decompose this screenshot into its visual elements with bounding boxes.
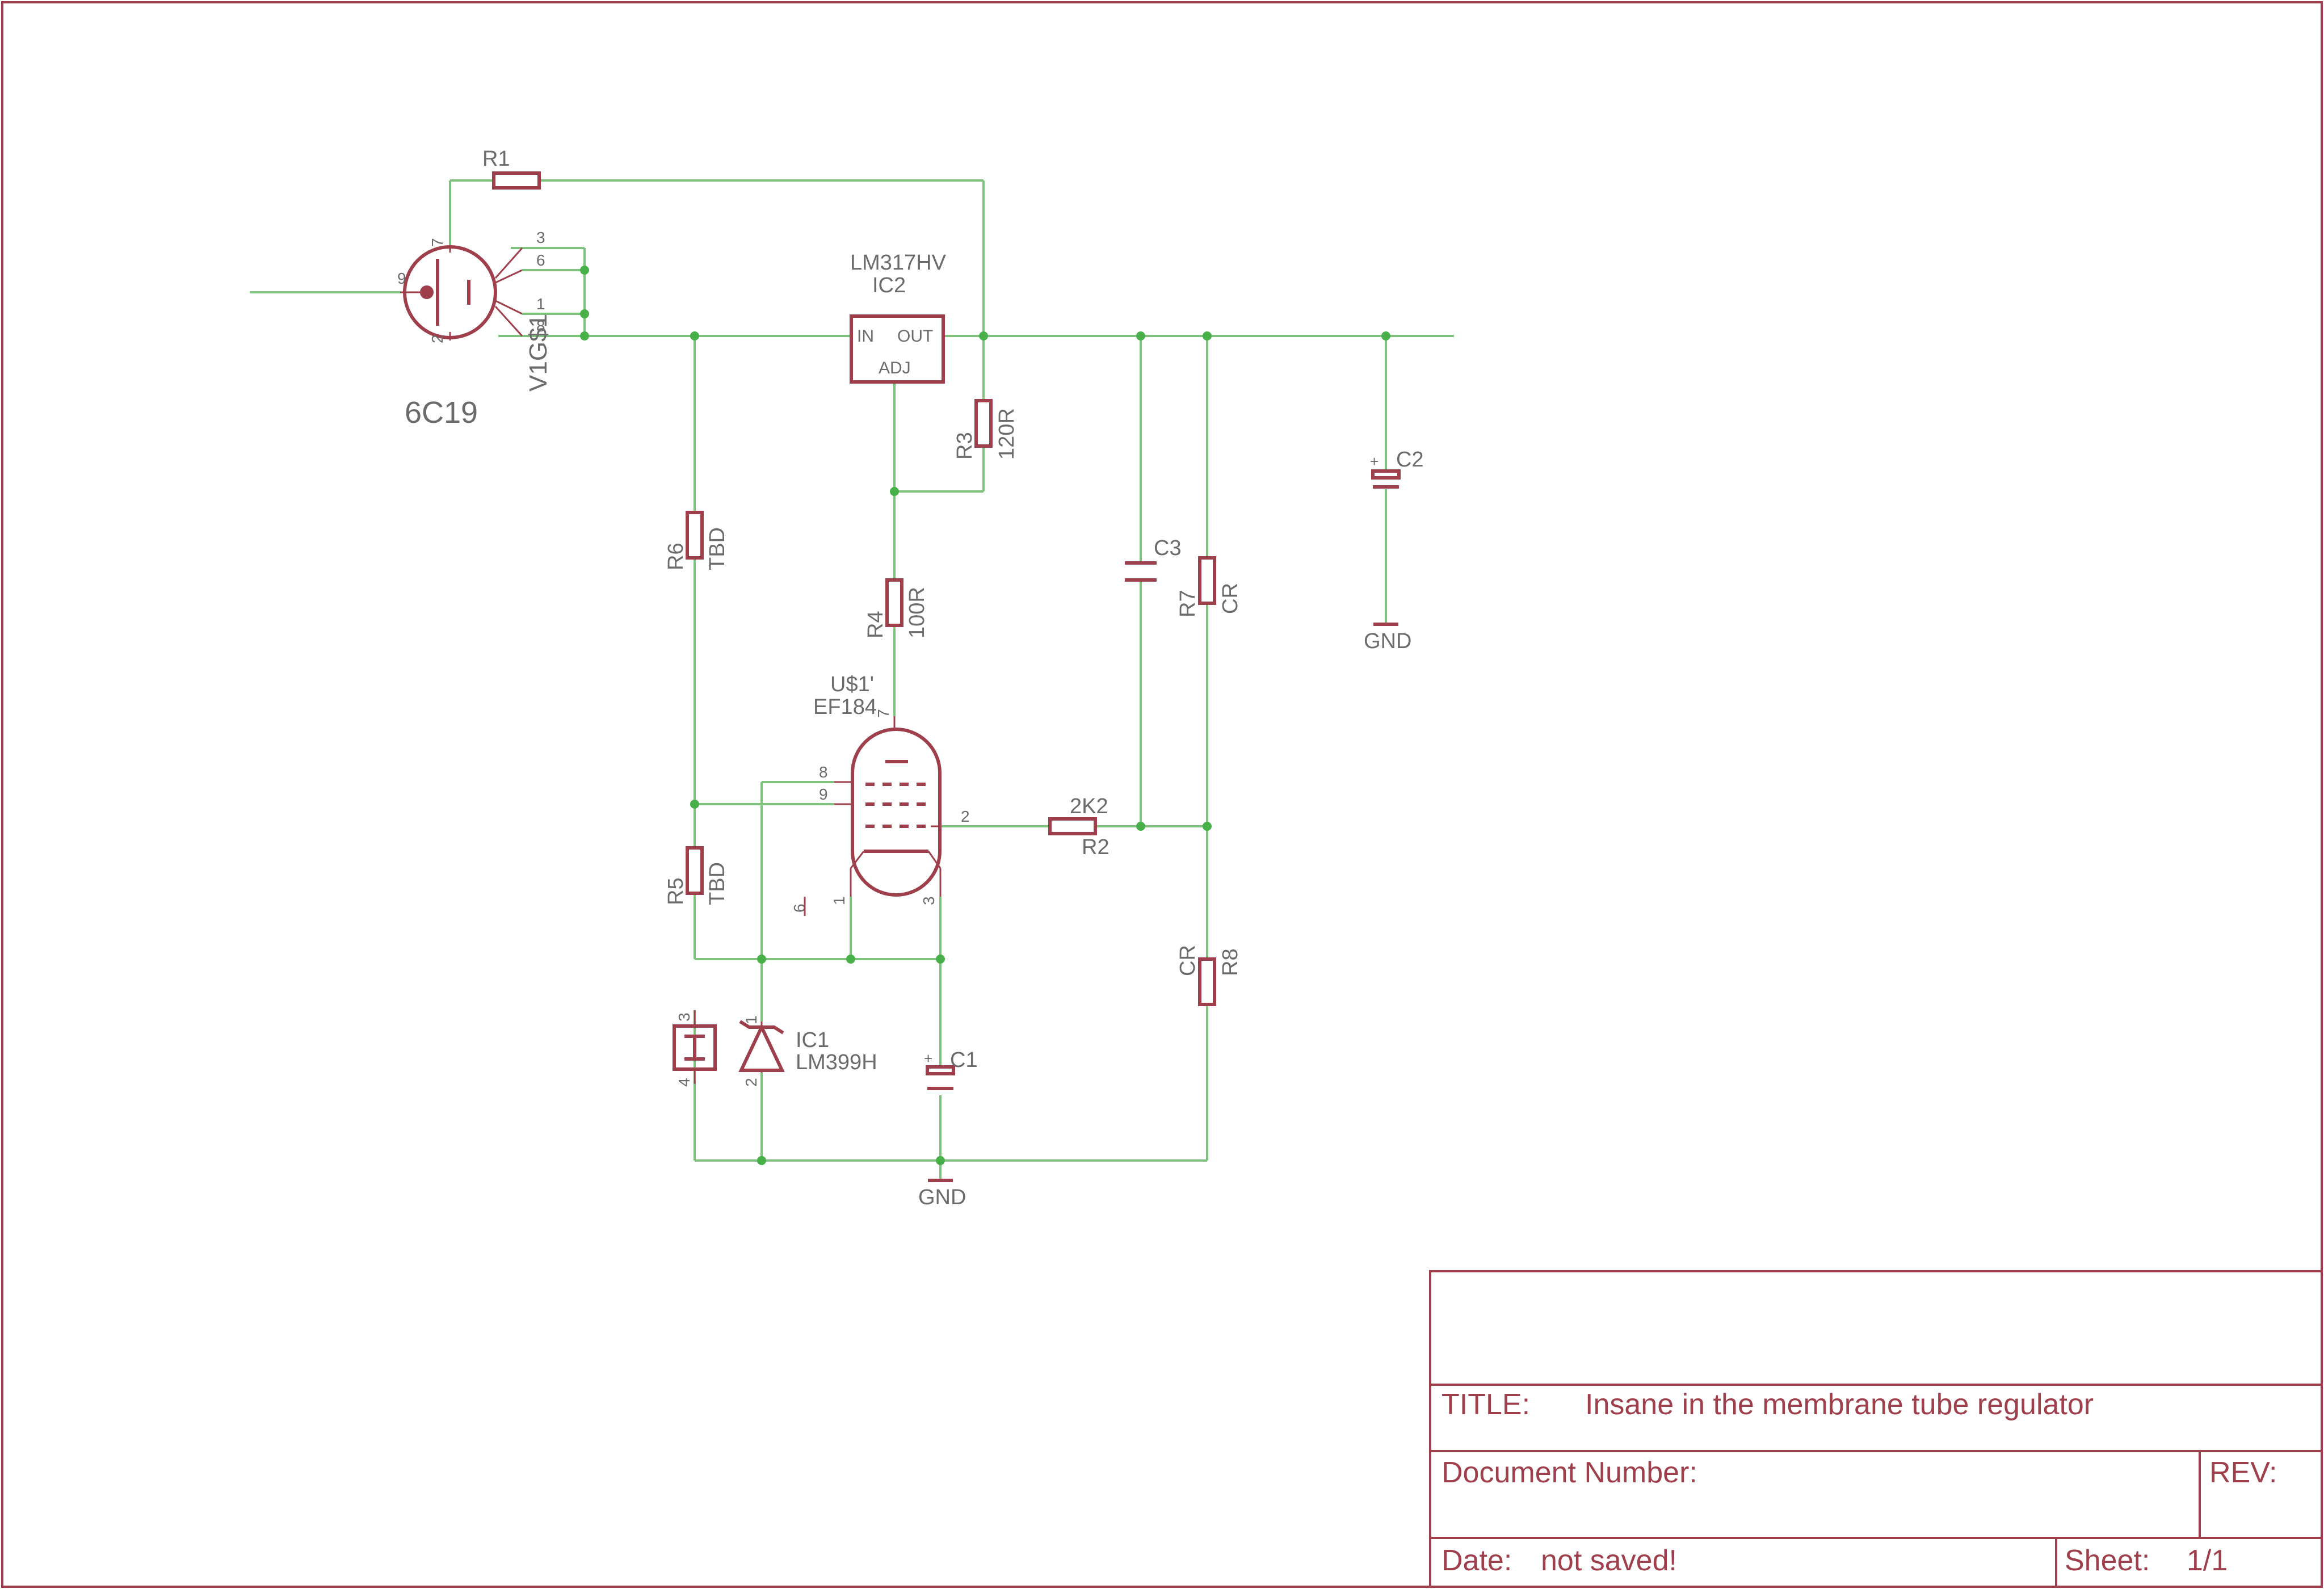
resistor-r7[interactable]: R7 CR [1176,556,1242,617]
resistor-r3[interactable]: R3 120R [953,399,1019,460]
document-number-label: Document Number: [1442,1456,1697,1489]
v1-reference: V1G$1 [524,314,552,392]
ic2-value: LM317HV [850,251,947,275]
v1-pin2-label: 2 [428,334,446,343]
resistor-r5[interactable]: R5 TBD [664,846,729,905]
r2-reference: R2 [1082,835,1110,859]
capacitor-c1[interactable]: + C1 [924,1048,978,1090]
u1-pin9-label: 9 [819,785,828,803]
r6-value: TBD [705,527,729,570]
junctions [580,266,1390,1165]
ic1-pin4-label: 4 [675,1078,693,1087]
u1-pin7-label: 7 [875,709,892,718]
u1-pin1-label: 1 [830,896,848,905]
r6-reference: R6 [664,543,688,570]
r7-value: CR [1218,583,1242,614]
resistor-r8[interactable]: CR R8 [1176,945,1242,1006]
r7-reference: R7 [1176,590,1200,617]
tube-6c19[interactable]: 9 7 2 3 6 1 8 V1G$1 6C19 [397,229,552,430]
u1-value: EF184 [813,695,877,719]
r1-reference: R1 [482,147,510,171]
ic1-pin1-label: 1 [742,1015,760,1024]
ground-label: GND [918,1186,966,1209]
reference-ic1[interactable]: 3 4 1 2 IC1 LM399H [673,1010,877,1087]
u1-pin2-label: 2 [961,808,970,825]
sheet-value: 1/1 [2187,1544,2228,1577]
regulator-ic2[interactable]: IN OUT ADJ LM317HV IC2 [850,251,947,384]
resistor-r4[interactable]: R4 100R [864,578,929,638]
v1-pin1-label: 1 [536,295,545,313]
r8-reference: R8 [1218,948,1242,976]
capacitor-c2[interactable]: + C2 [1370,448,1424,489]
r4-reference: R4 [864,611,888,638]
sheet-label: Sheet: [2065,1544,2150,1577]
tube-ef184[interactable]: 7 8 9 2 1 3 6 U$1' EF184 [791,672,970,916]
v1-pin3-label: 3 [536,229,545,246]
v1-pin9-label: 9 [397,270,406,287]
ic2-pin-adj: ADJ [879,359,911,377]
v1-pin6-label: 6 [536,251,545,269]
r5-value: TBD [705,862,729,905]
ic1-pin3-label: 3 [675,1012,693,1022]
v1-pin8-label: 8 [536,317,545,335]
resistor-r1[interactable]: R1 [482,147,541,190]
ic1-value: LM399H [796,1050,877,1074]
title-block: TITLE: Insane in the membrane tube regul… [1429,1270,2323,1588]
u1-pin8-label: 8 [819,763,828,781]
v1-pin7-label: 7 [428,238,446,247]
date-label: Date: [1442,1544,1512,1577]
u1-reference: U$1' [830,672,874,696]
capacitor-c3[interactable]: C3 [1125,536,1182,582]
title-value: Insane in the membrane tube regulator [1585,1388,2094,1421]
ground-symbol: GND [1364,623,1411,653]
c2-reference: C2 [1396,448,1424,472]
r2-value: 2K2 [1070,794,1108,818]
c2-polarity: + [1370,453,1379,470]
ground-symbol: GND [918,1179,966,1209]
wires [250,179,1454,1180]
c1-reference: C1 [950,1048,978,1072]
u1-pin3-label: 3 [920,896,938,905]
resistor-r2[interactable]: 2K2 R2 [1048,794,1110,859]
c3-reference: C3 [1154,536,1182,560]
resistor-r6[interactable]: R6 TBD [664,511,729,570]
r3-reference: R3 [953,432,977,460]
u1-pin6-label: 6 [791,903,808,913]
r8-value: CR [1176,945,1200,976]
r4-value: 100R [905,587,929,638]
ic2-reference: IC2 [872,274,906,297]
ic2-pin-in: IN [857,327,874,346]
ic1-pin2-label: 2 [742,1078,760,1087]
r3-value: 120R [995,408,1019,460]
c1-polarity: + [924,1050,932,1067]
r5-reference: R5 [664,877,688,905]
title-label: TITLE: [1442,1388,1530,1421]
v1-value: 6C19 [405,396,478,430]
ground-label: GND [1364,629,1411,653]
ic1-reference: IC1 [796,1028,829,1052]
ic2-pin-out: OUT [897,327,933,346]
date-value: not saved! [1541,1544,1677,1577]
revision-label: REV: [2209,1456,2277,1489]
